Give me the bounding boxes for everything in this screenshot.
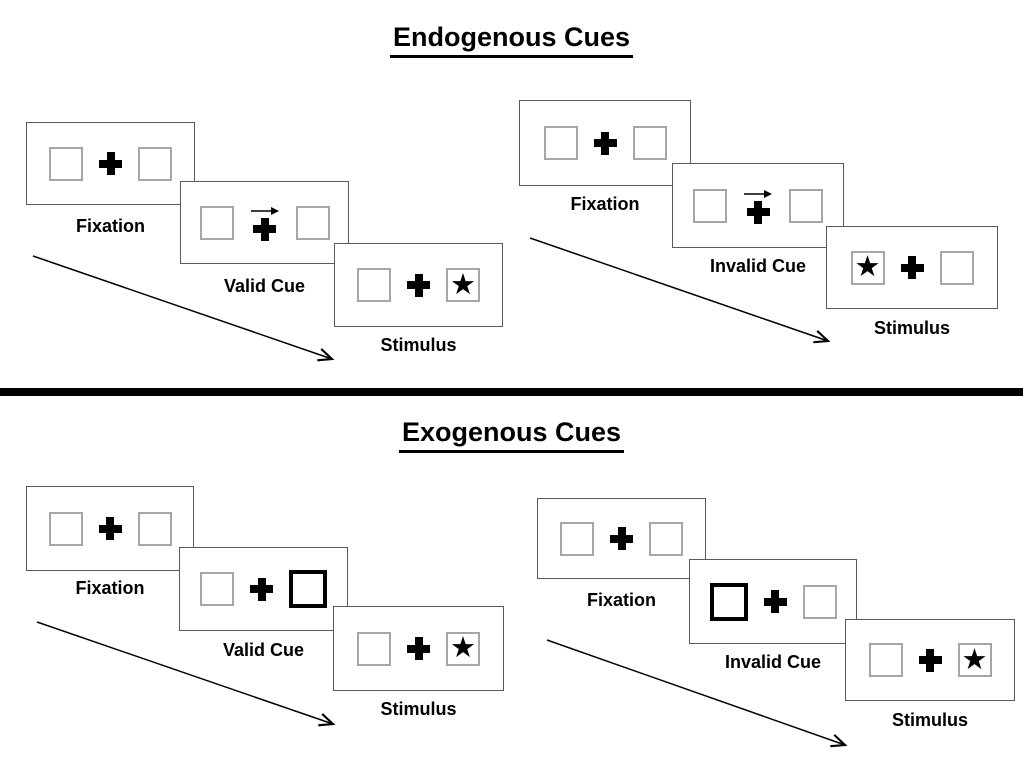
right-box <box>632 126 667 160</box>
panel-label-invalid-cue: Invalid Cue <box>709 256 807 276</box>
stimulus-panel: ★ <box>334 243 503 327</box>
right-arrow-icon <box>250 206 279 215</box>
panel-label-fixation: Fixation <box>570 194 640 214</box>
left-box: ★ <box>850 249 885 285</box>
fixation-panel <box>537 498 706 579</box>
valid-cue-panel <box>180 181 349 264</box>
panel-label-stimulus: Stimulus <box>380 335 457 355</box>
right-box <box>939 250 974 285</box>
star-icon: ★ <box>854 249 881 283</box>
left-box <box>199 205 234 240</box>
panel-label-invalid-cue: Invalid Cue <box>724 652 822 672</box>
star-icon: ★ <box>450 266 476 301</box>
fixation-cross-icon <box>99 152 122 175</box>
panel-label-fixation: Fixation <box>75 216 145 236</box>
right-box: ★ <box>446 630 480 666</box>
left-box <box>560 521 594 556</box>
timeline-arrow <box>546 639 848 748</box>
panel-label-fixation: Fixation <box>75 578 145 598</box>
fixation-panel <box>26 122 195 205</box>
left-box <box>868 643 903 677</box>
fixation-cross-icon <box>253 217 276 241</box>
timeline-arrow <box>36 621 336 727</box>
fixation-cross-icon <box>746 200 770 224</box>
fixation-cross-icon <box>593 131 617 155</box>
right-arrow-icon <box>744 189 772 198</box>
right-box-cue-highlight <box>289 570 327 608</box>
section-divider <box>0 388 1023 396</box>
right-box <box>789 188 823 223</box>
star-icon: ★ <box>450 630 476 664</box>
right-box <box>137 511 172 546</box>
left-box <box>48 511 83 546</box>
left-box <box>543 126 578 160</box>
panel-label-stimulus: Stimulus <box>380 699 457 719</box>
cue-column <box>250 205 280 241</box>
right-box: ★ <box>957 641 992 677</box>
stimulus-panel: ★ <box>333 606 504 691</box>
fixation-cross-icon <box>918 648 942 672</box>
panel-label-stimulus: Stimulus <box>873 318 950 338</box>
panel-label-valid-cue: Valid Cue <box>223 276 306 296</box>
right-box <box>649 521 683 556</box>
panel-label-fixation: Fixation <box>586 590 656 610</box>
timeline-arrow <box>32 255 335 362</box>
stimulus-panel: ★ <box>845 619 1015 701</box>
section-title-endogenous-text: Endogenous Cues <box>389 22 633 58</box>
fixation-cross-icon <box>98 517 122 540</box>
fixation-cross-icon <box>250 577 273 601</box>
left-box <box>200 572 234 606</box>
panel-label-stimulus: Stimulus <box>891 710 968 730</box>
section-title-exogenous-text: Exogenous Cues <box>398 417 625 453</box>
left-box-cue-highlight <box>709 582 748 621</box>
fixation-panel <box>26 486 194 571</box>
star-icon: ★ <box>961 641 988 676</box>
fixation-cross-icon <box>407 637 430 660</box>
right-box: ★ <box>446 268 480 302</box>
section-title-exogenous: Exogenous Cues <box>0 417 1023 453</box>
fixation-panel <box>519 100 691 186</box>
left-box <box>693 188 727 223</box>
timeline-arrow <box>529 237 831 344</box>
fixation-cross-icon <box>407 273 430 297</box>
right-box <box>295 205 330 240</box>
fixation-cross-icon <box>610 527 633 550</box>
right-box <box>138 146 172 181</box>
invalid-cue-panel <box>672 163 844 248</box>
left-box <box>357 268 391 302</box>
panel-label-valid-cue: Valid Cue <box>222 640 305 660</box>
cue-column <box>743 188 773 224</box>
left-box <box>49 146 83 181</box>
fixation-cross-icon <box>900 256 924 279</box>
stimulus-panel: ★ <box>826 226 998 309</box>
invalid-cue-panel <box>689 559 857 644</box>
valid-cue-panel <box>179 547 348 631</box>
right-box <box>802 584 837 619</box>
left-box <box>357 631 391 666</box>
fixation-cross-icon <box>763 590 787 613</box>
section-title-endogenous: Endogenous Cues <box>0 22 1023 58</box>
